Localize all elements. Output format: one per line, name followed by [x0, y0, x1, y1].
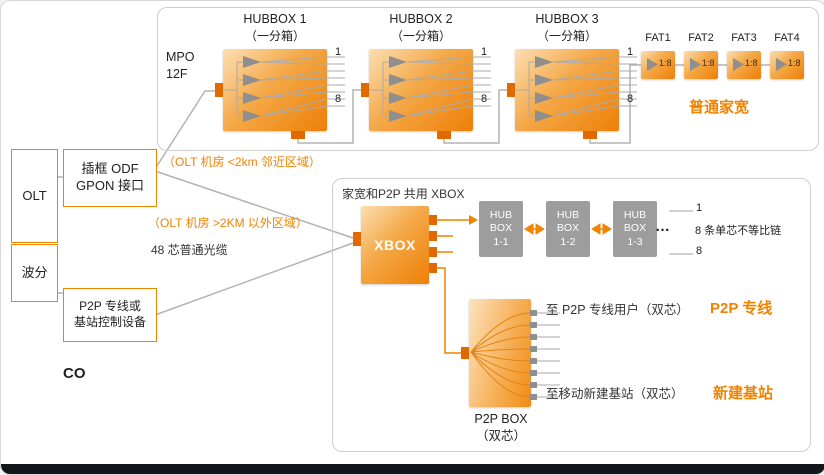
hub-box-1-2-line3: 1-2: [560, 235, 576, 248]
fat-4-ratio: 1:8: [788, 58, 801, 68]
hubbox-2-port-top: 1: [481, 46, 488, 58]
fat-4-box: [770, 51, 804, 79]
fat-2-label: FAT2: [688, 32, 714, 44]
mpo-line1: MPO: [166, 50, 195, 64]
fat-3-label: FAT3: [731, 32, 757, 44]
olt-box: OLT: [11, 149, 58, 243]
slide-footer-bar: [1, 464, 824, 474]
fat-1-label: FAT1: [645, 32, 671, 44]
hubbox-1-port-top: 1: [335, 46, 342, 58]
fat-2-ratio: 1:8: [702, 58, 715, 68]
fat-3-ratio: 1:8: [745, 58, 758, 68]
hub-box-1-1-line2: BOX: [489, 222, 513, 235]
odf-box: 插框 ODF GPON 接口: [63, 149, 157, 207]
hubbox-1-title: HUBBOX 1: [243, 12, 307, 26]
wdm-label: 波分: [21, 264, 48, 280]
hubbox-1-port-bottom: 8: [335, 93, 342, 105]
broadband-label: 普通家宽: [689, 99, 750, 116]
hubbox-3-title: HUBBOX 3: [535, 12, 599, 26]
hubbox-2: [369, 49, 473, 131]
hub-box-1-3-line2: BOX: [623, 222, 647, 235]
hubbox-2-title: HUBBOX 2: [389, 12, 453, 26]
hub-box-1-1-line1: HUB: [489, 208, 513, 221]
hubbox-2-subtitle: （一分箱）: [390, 29, 451, 43]
mpo-label: MPO 12F: [166, 49, 194, 83]
olt-label: OLT: [22, 187, 47, 203]
p2p-control-box: P2P 专线或 基站控制设备: [63, 288, 157, 342]
co-label: CO: [63, 365, 86, 382]
hubbox-1: [223, 49, 327, 131]
hub-box-1-3: HUB BOX 1-3: [613, 201, 657, 257]
hub-box-1-2-line1: HUB: [556, 208, 580, 221]
near-zone-label: （OLT 机房 <2km 邻近区域）: [163, 155, 321, 169]
hub-box-1-3-line1: HUB: [623, 208, 647, 221]
station-label: 至移动新建基站（双芯）: [546, 387, 684, 401]
odf-label-line1: 插框 ODF: [81, 161, 139, 177]
hub-box-1-1: HUB BOX 1-1: [479, 201, 523, 257]
chain-bottom-label: 8: [696, 245, 703, 257]
station-bold-label: 新建基站: [713, 385, 774, 402]
p2p-user-label: 至 P2P 专线用户（双芯）: [546, 303, 689, 317]
p2p-line-label: P2P 专线: [710, 300, 773, 317]
chain-top-label: 1: [696, 202, 703, 214]
hubbox-3-port-bottom: 8: [627, 93, 634, 105]
mpo-line2: 12F: [166, 66, 188, 81]
fat-4-label: FAT4: [774, 32, 800, 44]
p2p-control-line1: P2P 专线或: [79, 299, 141, 314]
hub-box-1-3-line3: 1-3: [627, 235, 643, 248]
hub-box-1-2: HUB BOX 1-2: [546, 201, 590, 257]
fat-1-ratio: 1:8: [659, 58, 672, 68]
hubbox-1-subtitle: （一分箱）: [244, 29, 305, 43]
chain-label: 8 条单芯不等比链: [695, 225, 782, 237]
xbox-label: XBOX: [374, 237, 416, 253]
p2p-box-caption: P2P BOX （双芯）: [456, 411, 546, 445]
far-zone-region: [332, 178, 811, 452]
hub-box-1-1-line3: 1-1: [493, 235, 509, 248]
shared-xbox-title: 家宽和P2P 共用 XBOX: [342, 187, 465, 201]
cable-label: 48 芯普通光缆: [151, 243, 228, 257]
ellipsis-label: …: [655, 218, 670, 235]
p2p-box-caption-line1: P2P BOX: [474, 412, 528, 426]
fat-1-box: [641, 51, 675, 79]
wdm-box: 波分: [11, 244, 58, 302]
p2p-control-line2: 基站控制设备: [73, 315, 146, 329]
hubbox-2-port-bottom: 8: [481, 93, 488, 105]
hubbox-3-port-top: 1: [627, 46, 634, 58]
p2p-box: [469, 299, 531, 407]
xbox: XBOX: [361, 206, 429, 284]
hubbox-3: [515, 49, 619, 131]
hub-box-1-2-line2: BOX: [556, 222, 580, 235]
p2p-box-caption-line2: （双芯）: [475, 428, 526, 443]
odf-label-line2: GPON 接口: [76, 178, 144, 193]
hubbox-3-subtitle: （一分箱）: [536, 29, 597, 43]
near-zone-region: [157, 7, 819, 151]
far-zone-label: （OLT 机房 >2KM 以外区域）: [148, 216, 308, 230]
